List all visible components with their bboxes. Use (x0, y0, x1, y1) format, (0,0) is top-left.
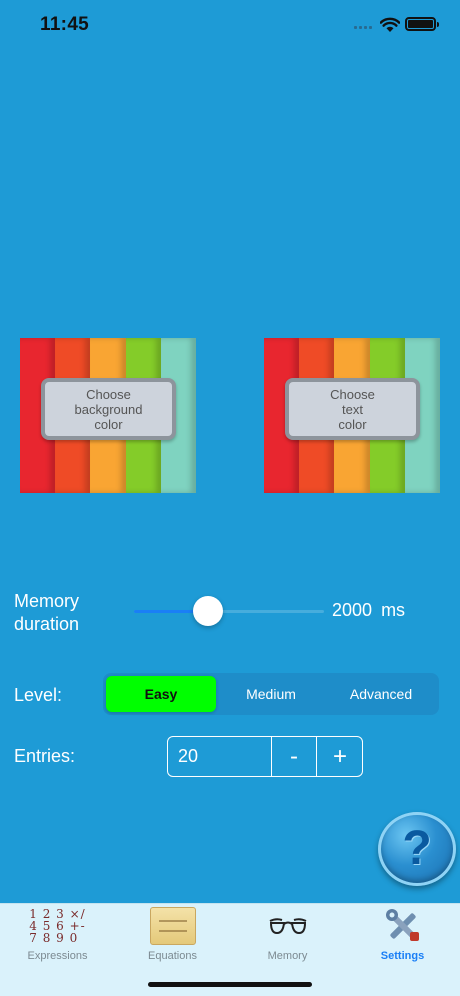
entries-decrement-button[interactable]: - (290, 742, 298, 770)
tab-bar: 1 2 3 ×/ 4 5 6 +- 7 8 9 0 Expressions Eq… (0, 903, 460, 996)
level-segmented-control: Easy Medium Advanced (103, 673, 439, 715)
memory-duration-unit: ms (381, 600, 406, 620)
tab-equations[interactable]: Equations (115, 904, 230, 964)
wifi-icon (380, 17, 400, 32)
tab-equations-label: Equations (148, 950, 197, 962)
tab-memory[interactable]: Memory (230, 904, 345, 964)
choose-text-color-label-box: Choose text color (285, 378, 420, 440)
glasses-icon (258, 906, 318, 946)
memory-duration-number: 2000 (332, 600, 373, 620)
choose-background-color-button[interactable]: Choose background color (20, 338, 197, 493)
choose-text-color-button[interactable]: Choose text color (264, 338, 441, 493)
tools-icon (373, 906, 433, 946)
level-label: Level: (14, 685, 63, 705)
entries-stepper: 20 - + (167, 736, 363, 777)
memory-duration-label: Memory duration (14, 591, 80, 634)
status-time: 11:45 (40, 14, 90, 35)
stepper-divider (316, 737, 317, 776)
level-medium-segment[interactable]: Medium (246, 686, 296, 702)
battery-icon (405, 17, 439, 31)
level-easy-segment[interactable]: Easy (106, 676, 216, 712)
choose-background-color-label-box: Choose background color (41, 378, 176, 440)
home-indicator (148, 982, 312, 987)
memory-duration-value: 2000 ms (332, 600, 405, 621)
help-button[interactable]: ? (378, 812, 456, 886)
status-bar: 11:45 (0, 0, 460, 50)
stepper-divider (271, 737, 272, 776)
slider-thumb[interactable] (193, 596, 224, 626)
slider-fill (134, 610, 209, 613)
numbers-icon: 1 2 3 ×/ 4 5 6 +- 7 8 9 0 (29, 907, 86, 945)
tab-settings-label: Settings (380, 950, 425, 962)
entries-label: Entries: (14, 746, 76, 766)
tab-expressions[interactable]: 1 2 3 ×/ 4 5 6 +- 7 8 9 0 Expressions (0, 904, 115, 964)
tab-memory-label: Memory (267, 950, 308, 962)
tab-settings[interactable]: Settings (345, 904, 460, 964)
level-advanced-segment[interactable]: Advanced (349, 686, 413, 702)
entries-value[interactable]: 20 (178, 746, 199, 766)
tab-expressions-label: Expressions (27, 950, 88, 962)
entries-increment-button[interactable]: + (332, 742, 347, 770)
question-mark-icon: ? (402, 821, 432, 875)
cellular-signal-icon (354, 26, 372, 29)
choose-background-color-label: Choose background color (74, 386, 143, 432)
scroll-icon (143, 906, 203, 946)
memory-duration-slider[interactable] (134, 610, 324, 613)
choose-text-color-label: Choose text color (330, 386, 375, 432)
